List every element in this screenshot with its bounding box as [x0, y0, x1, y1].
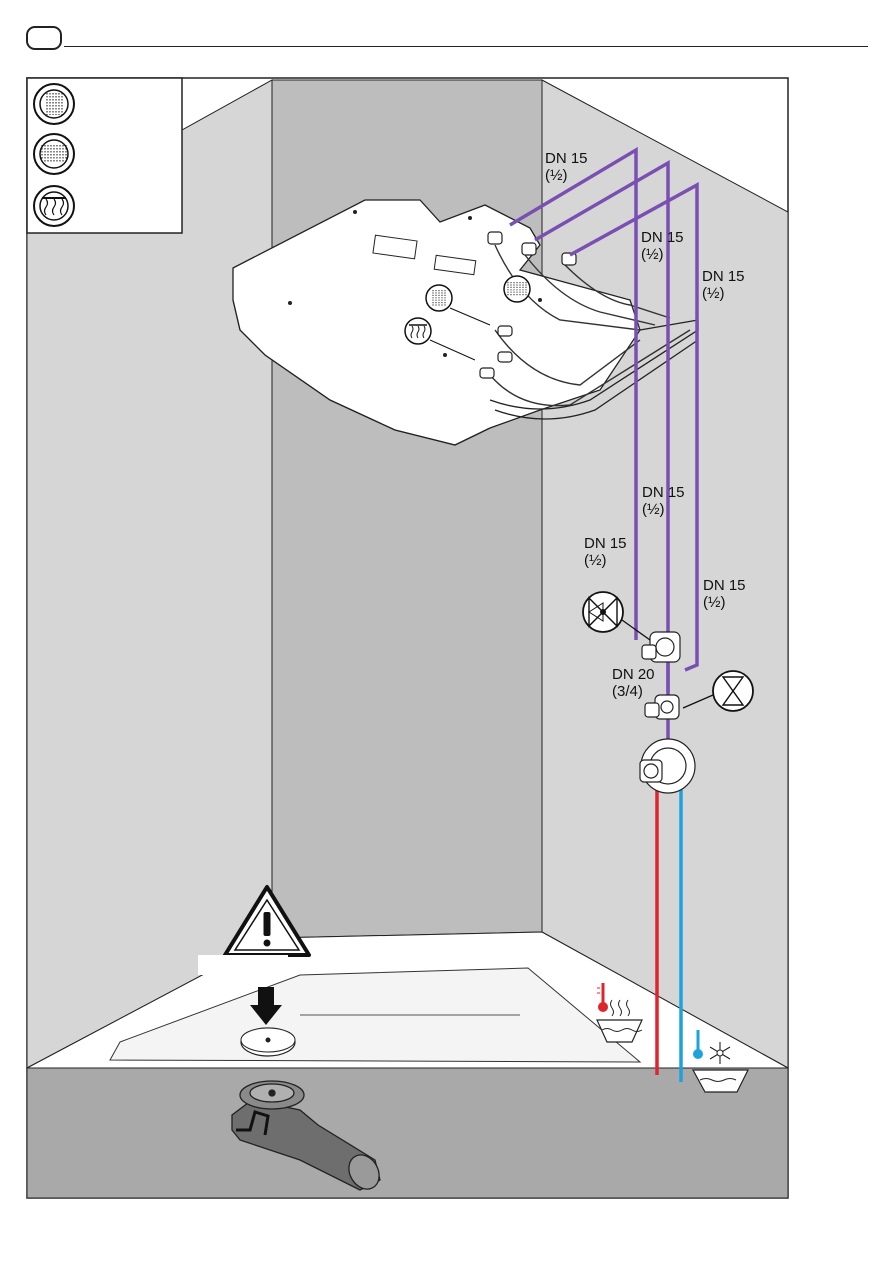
panel-hoses: [489, 244, 691, 407]
pipe-inch: (½): [703, 594, 726, 611]
pipe-inch: (½): [641, 246, 664, 263]
dn15-label-left-b: DN 15 (½): [584, 535, 627, 569]
pipe-size: DN 15: [642, 484, 685, 501]
pipe-size: DN 15: [641, 229, 684, 246]
wide-rain-spray-icon: [33, 133, 75, 175]
pipe-inch: (3/4): [612, 683, 643, 700]
dn15-label-mid-a: DN 15 (½): [641, 229, 684, 263]
massage-jet-spray-icon: [33, 185, 75, 227]
cold-water-snowflake-icon: [691, 1030, 749, 1093]
drain-trap: [231, 1080, 381, 1191]
panel-massage-icon: [404, 317, 476, 361]
ceiling-shower-panel: [232, 199, 641, 446]
panel-wide-rain-icon: [503, 275, 531, 303]
pipe-inch: (½): [545, 167, 568, 184]
panel-frame-rail: [489, 319, 699, 420]
floor: [26, 1067, 789, 1199]
pipe-size: DN 20: [612, 666, 655, 683]
rain-spray-icon: [33, 83, 75, 125]
pipe-size: DN 15: [584, 535, 627, 552]
pipe-size: DN 15: [703, 577, 746, 594]
stop-valve-body: [641, 631, 681, 663]
pipe-size: DN 15: [702, 268, 745, 285]
page-tab: [26, 26, 62, 50]
warning-label-area: [198, 955, 288, 975]
pipe-inch: (½): [702, 285, 725, 302]
panel-rain-icon: [425, 284, 491, 326]
pipe-inch: (½): [642, 501, 665, 518]
dn15-label-mid-b: DN 15 (½): [642, 484, 685, 518]
drain-cover: [240, 1027, 296, 1057]
dn15-label-right-b: DN 15 (½): [703, 577, 746, 611]
diverter-valve-body: [644, 694, 680, 720]
stop-valve-icon: [582, 591, 651, 641]
supply-pipes: [509, 146, 699, 740]
hot-water-thermometer-icon: [596, 983, 643, 1043]
dn15-label-top: DN 15 (½): [545, 150, 588, 184]
pipe-inch: (½): [584, 552, 607, 569]
dn15-label-right-a: DN 15 (½): [702, 268, 745, 302]
diverter-valve-icon: [682, 670, 754, 712]
dn20-label: DN 20 (3/4): [612, 666, 655, 700]
header-rule: [64, 46, 868, 47]
pipe-size: DN 15: [545, 150, 588, 167]
pipe-connectors: [479, 231, 577, 379]
thermostatic-mixer: [639, 738, 696, 794]
down-arrow-icon: [250, 987, 282, 1025]
